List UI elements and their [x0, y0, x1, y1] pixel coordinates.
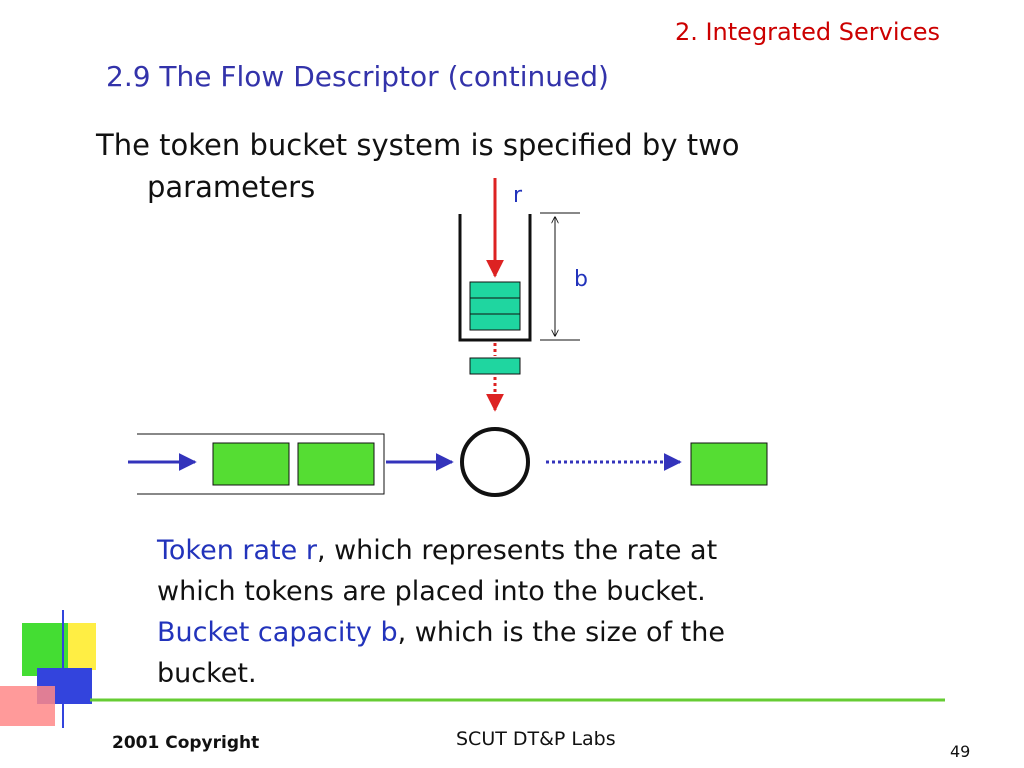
rate-label: r	[513, 183, 523, 208]
rate-term: Token rate r	[157, 535, 317, 566]
bullet-text-line2: parameters	[147, 170, 316, 204]
rate-description-line2: which tokens are placed into the bucket.	[157, 576, 706, 607]
deco-pink-block	[0, 686, 55, 726]
queued-packet	[212, 442, 290, 486]
queued-packet	[297, 442, 375, 486]
parameter-description: Token rate r, which represents the rate …	[157, 530, 725, 694]
packet-queue	[137, 433, 385, 495]
capacity-text: , which is the size of the	[397, 617, 725, 648]
capacity-label: b	[574, 267, 588, 292]
capacity-description-line1: Bucket capacity b, which is the size of …	[157, 612, 725, 653]
gate-circle	[460, 427, 530, 497]
deco-green-block	[22, 623, 68, 676]
released-token	[469, 357, 521, 375]
section-header: 2. Integrated Services	[674, 18, 940, 46]
bucket-token	[469, 297, 521, 315]
bullet-text-line1: The token bucket system is specified by …	[96, 128, 740, 162]
page-number: 49	[950, 742, 971, 761]
capacity-description-line2: bucket.	[157, 658, 257, 689]
bucket	[458, 214, 532, 342]
bucket-token	[469, 313, 521, 331]
output-packet	[690, 442, 768, 486]
footer-lab: SCUT DT&P Labs	[456, 728, 616, 750]
corner-decoration	[0, 610, 96, 728]
slide-title: 2.9 The Flow Descriptor (continued)	[106, 60, 609, 93]
footer-copyright: 2001 Copyright	[112, 733, 260, 753]
capacity-term: Bucket capacity b	[157, 617, 398, 648]
bucket-token	[469, 281, 521, 299]
rate-description-line1: Token rate r, which represents the rate …	[157, 530, 725, 571]
rate-text: , which represents the rate at	[316, 535, 718, 566]
